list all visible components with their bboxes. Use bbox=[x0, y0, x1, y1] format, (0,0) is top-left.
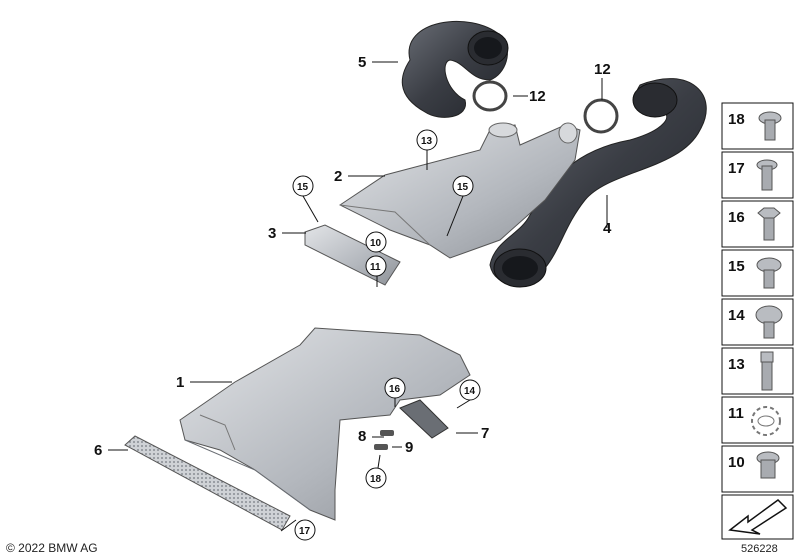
svg-text:11: 11 bbox=[728, 405, 744, 422]
side-item-18: 18 bbox=[721, 102, 794, 150]
side-item-16: 16 bbox=[721, 200, 794, 248]
svg-text:14: 14 bbox=[728, 307, 745, 324]
clip-part-9 bbox=[374, 444, 388, 450]
callout-12-b: 12 bbox=[594, 61, 611, 78]
torx-screw-round-head-icon bbox=[755, 305, 783, 339]
hose-part-5 bbox=[401, 20, 509, 118]
hose-clamp-part-12-b bbox=[583, 98, 619, 134]
diagram-id: 526228 bbox=[741, 543, 778, 555]
circled-callout-10: 10 bbox=[365, 231, 387, 253]
callout-12-a: 12 bbox=[529, 88, 546, 105]
side-item-14: 14 bbox=[721, 298, 794, 346]
svg-text:18: 18 bbox=[370, 474, 382, 485]
svg-text:15: 15 bbox=[728, 258, 745, 275]
clip-part-8 bbox=[380, 430, 394, 436]
side-item-11: 11 bbox=[721, 396, 794, 444]
collar-bolt-icon bbox=[756, 451, 780, 479]
bracket-part-7 bbox=[399, 399, 449, 439]
torx-screw-short-icon bbox=[756, 159, 778, 191]
svg-text:17: 17 bbox=[728, 160, 745, 177]
callout-4: 4 bbox=[603, 220, 612, 237]
callout-5: 5 bbox=[358, 54, 366, 71]
lock-washer-icon bbox=[751, 406, 781, 436]
svg-text:15: 15 bbox=[297, 182, 309, 193]
parts-side-panel: 18 17 16 15 bbox=[721, 102, 794, 540]
circled-callout-15-b: 15 bbox=[452, 175, 474, 197]
svg-text:16: 16 bbox=[389, 384, 401, 395]
callout-1: 1 bbox=[176, 374, 184, 391]
side-item-13: 13 bbox=[721, 347, 794, 395]
svg-text:13: 13 bbox=[421, 136, 433, 147]
svg-text:10: 10 bbox=[728, 454, 745, 471]
copyright-text: © 2022 BMW AG bbox=[6, 541, 98, 555]
side-item-15: 15 bbox=[721, 249, 794, 297]
side-item-17: 17 bbox=[721, 151, 794, 199]
circled-callout-11: 11 bbox=[365, 255, 387, 277]
leader-lines bbox=[108, 61, 608, 532]
svg-text:10: 10 bbox=[370, 238, 382, 249]
circled-callout-13: 13 bbox=[416, 129, 438, 151]
svg-text:18: 18 bbox=[728, 111, 745, 128]
svg-text:16: 16 bbox=[728, 209, 745, 226]
torx-screw-flat-head-icon bbox=[756, 257, 782, 289]
svg-text:13: 13 bbox=[728, 356, 745, 373]
circled-callout-18: 18 bbox=[365, 467, 387, 489]
svg-text:15: 15 bbox=[457, 182, 469, 193]
svg-text:14: 14 bbox=[464, 386, 476, 397]
circled-callout-17: 17 bbox=[294, 519, 316, 541]
circled-callout-16: 16 bbox=[384, 377, 406, 399]
socket-head-screw-icon bbox=[760, 351, 774, 391]
torx-screw-pan-head-icon bbox=[758, 111, 782, 141]
callout-7: 7 bbox=[481, 425, 489, 442]
circled-callout-15-a: 15 bbox=[292, 175, 314, 197]
mesh-grille-part-6 bbox=[124, 435, 291, 531]
hose-clamp-part-12-a bbox=[472, 80, 508, 112]
callout-8: 8 bbox=[358, 428, 366, 445]
callout-9: 9 bbox=[405, 439, 413, 456]
callout-2: 2 bbox=[334, 168, 342, 185]
hex-bolt-icon bbox=[757, 207, 781, 241]
svg-text:17: 17 bbox=[299, 526, 311, 537]
bracket-part-3 bbox=[304, 224, 401, 286]
svg-text:11: 11 bbox=[370, 262, 381, 273]
air-duct-part-1 bbox=[179, 327, 471, 521]
circled-callout-14: 14 bbox=[459, 379, 481, 401]
navigation-arrow-box[interactable] bbox=[721, 494, 794, 540]
back-arrow-icon bbox=[728, 499, 788, 535]
side-item-10: 10 bbox=[721, 445, 794, 493]
callout-3: 3 bbox=[268, 225, 276, 242]
callout-6: 6 bbox=[94, 442, 102, 459]
hose-part-4 bbox=[489, 78, 707, 288]
